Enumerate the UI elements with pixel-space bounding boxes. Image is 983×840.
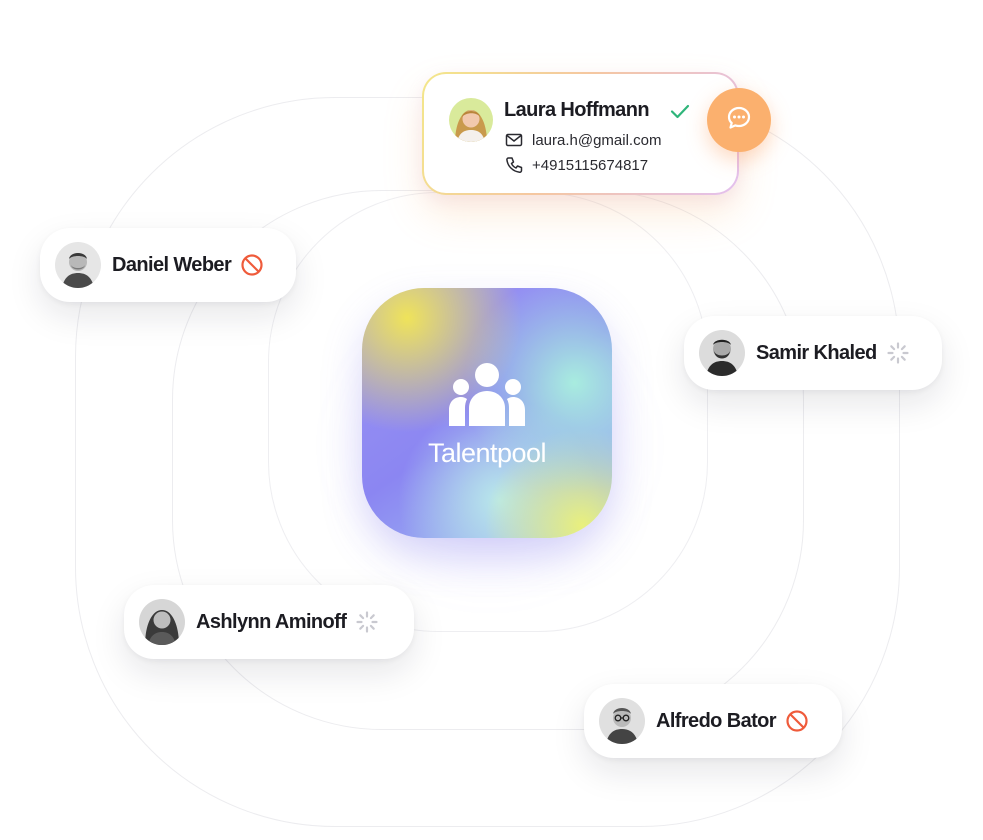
people-group-icon xyxy=(447,362,527,433)
check-icon xyxy=(668,99,692,128)
avatar xyxy=(449,98,493,142)
candidate-phone: +4915115674817 xyxy=(532,156,649,174)
featured-candidate-card[interactable]: Laura Hoffmann laura.h@gmail.com +491511… xyxy=(422,72,739,195)
avatar xyxy=(55,242,101,288)
candidate-card[interactable]: Ashlynn Aminoff xyxy=(124,585,414,659)
talentpool-label: Talentpool xyxy=(427,438,547,468)
candidate-name: Samir Khaled xyxy=(756,341,877,364)
chat-icon xyxy=(724,103,754,138)
candidate-email: laura.h@gmail.com xyxy=(532,131,662,149)
phone-icon xyxy=(504,155,524,175)
talentpool-tile[interactable]: Talentpool xyxy=(362,288,612,538)
blocked-icon xyxy=(785,709,809,733)
candidate-name: Alfredo Bator xyxy=(656,709,777,732)
featured-candidate-body: Laura Hoffmann laura.h@gmail.com +491511… xyxy=(424,74,737,193)
candidate-name: Ashlynn Aminoff xyxy=(196,610,347,633)
candidate-card[interactable]: Alfredo Bator xyxy=(584,684,842,758)
candidate-name: Laura Hoffmann xyxy=(504,99,650,121)
loading-icon xyxy=(355,610,379,634)
avatar xyxy=(139,599,185,645)
candidate-card[interactable]: Samir Khaled xyxy=(684,316,942,390)
candidate-card[interactable]: Daniel Weber xyxy=(40,228,296,302)
candidate-name: Daniel Weber xyxy=(112,253,232,276)
loading-icon xyxy=(886,341,910,365)
blocked-icon xyxy=(240,253,264,277)
avatar xyxy=(599,698,645,744)
phone-row[interactable]: +4915115674817 xyxy=(504,155,648,175)
avatar xyxy=(699,330,745,376)
email-row[interactable]: laura.h@gmail.com xyxy=(504,130,661,150)
chat-button[interactable] xyxy=(707,88,771,152)
mail-icon xyxy=(504,130,524,150)
